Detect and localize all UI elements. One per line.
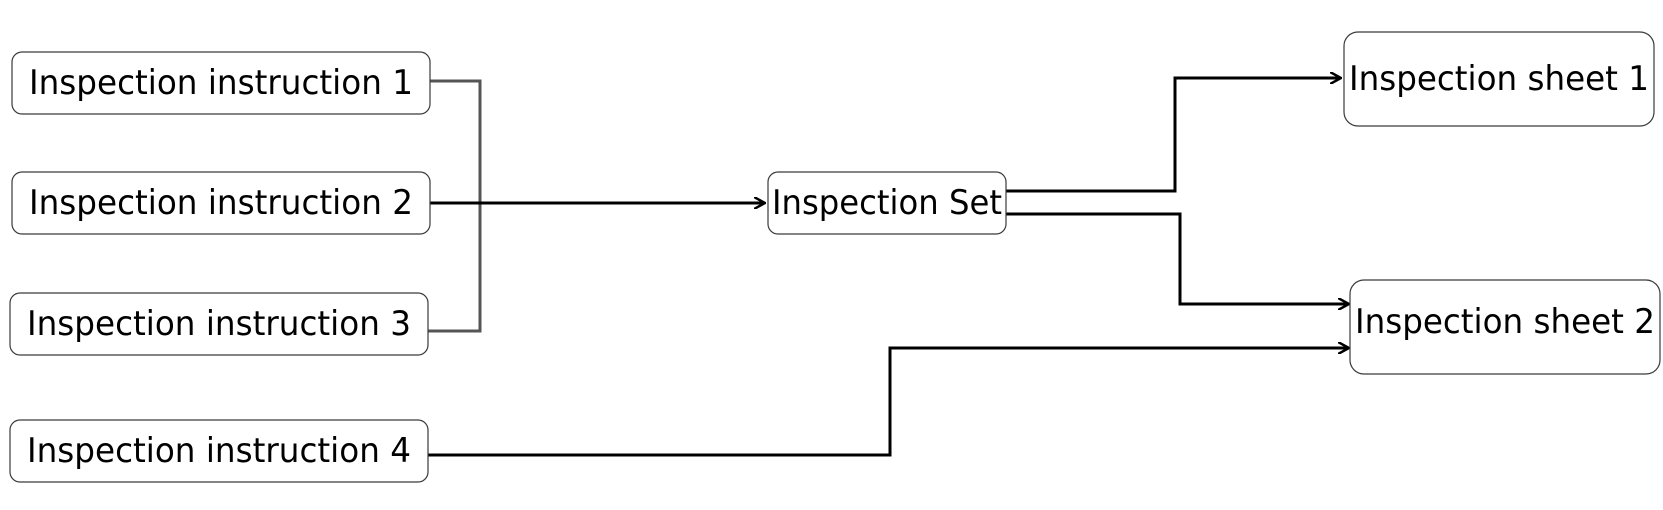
node-instruction-4[interactable]: Inspection instruction 4 bbox=[9, 419, 429, 483]
node-inspection-sheet-2-label: Inspection sheet 2 bbox=[1355, 302, 1655, 342]
edge-instruction3-merge bbox=[428, 203, 482, 333]
node-instruction-3-label: Inspection instruction 3 bbox=[27, 304, 411, 344]
node-instruction-2[interactable]: Inspection instruction 2 bbox=[11, 171, 431, 235]
edge-set-to-sheet2 bbox=[1006, 212, 1348, 304]
node-instruction-2-label: Inspection instruction 2 bbox=[29, 183, 413, 223]
node-inspection-sheet-1-label: Inspection sheet 1 bbox=[1349, 59, 1649, 99]
node-instruction-3[interactable]: Inspection instruction 3 bbox=[9, 292, 429, 356]
node-inspection-set-label: Inspection Set bbox=[772, 183, 1002, 223]
node-instruction-1-label: Inspection instruction 1 bbox=[29, 63, 413, 103]
edge-set-to-sheet1 bbox=[1006, 78, 1340, 193]
node-instruction-4-label: Inspection instruction 4 bbox=[27, 431, 411, 471]
edge-instruction1-merge bbox=[428, 79, 482, 203]
node-inspection-sheet-2[interactable]: Inspection sheet 2 bbox=[1349, 279, 1661, 375]
node-inspection-set[interactable]: Inspection Set bbox=[767, 171, 1007, 235]
connectors bbox=[428, 78, 1348, 457]
node-instruction-1[interactable]: Inspection instruction 1 bbox=[11, 51, 431, 115]
edge-instruction4-to-sheet2 bbox=[428, 348, 1348, 457]
node-inspection-sheet-1[interactable]: Inspection sheet 1 bbox=[1343, 31, 1655, 127]
